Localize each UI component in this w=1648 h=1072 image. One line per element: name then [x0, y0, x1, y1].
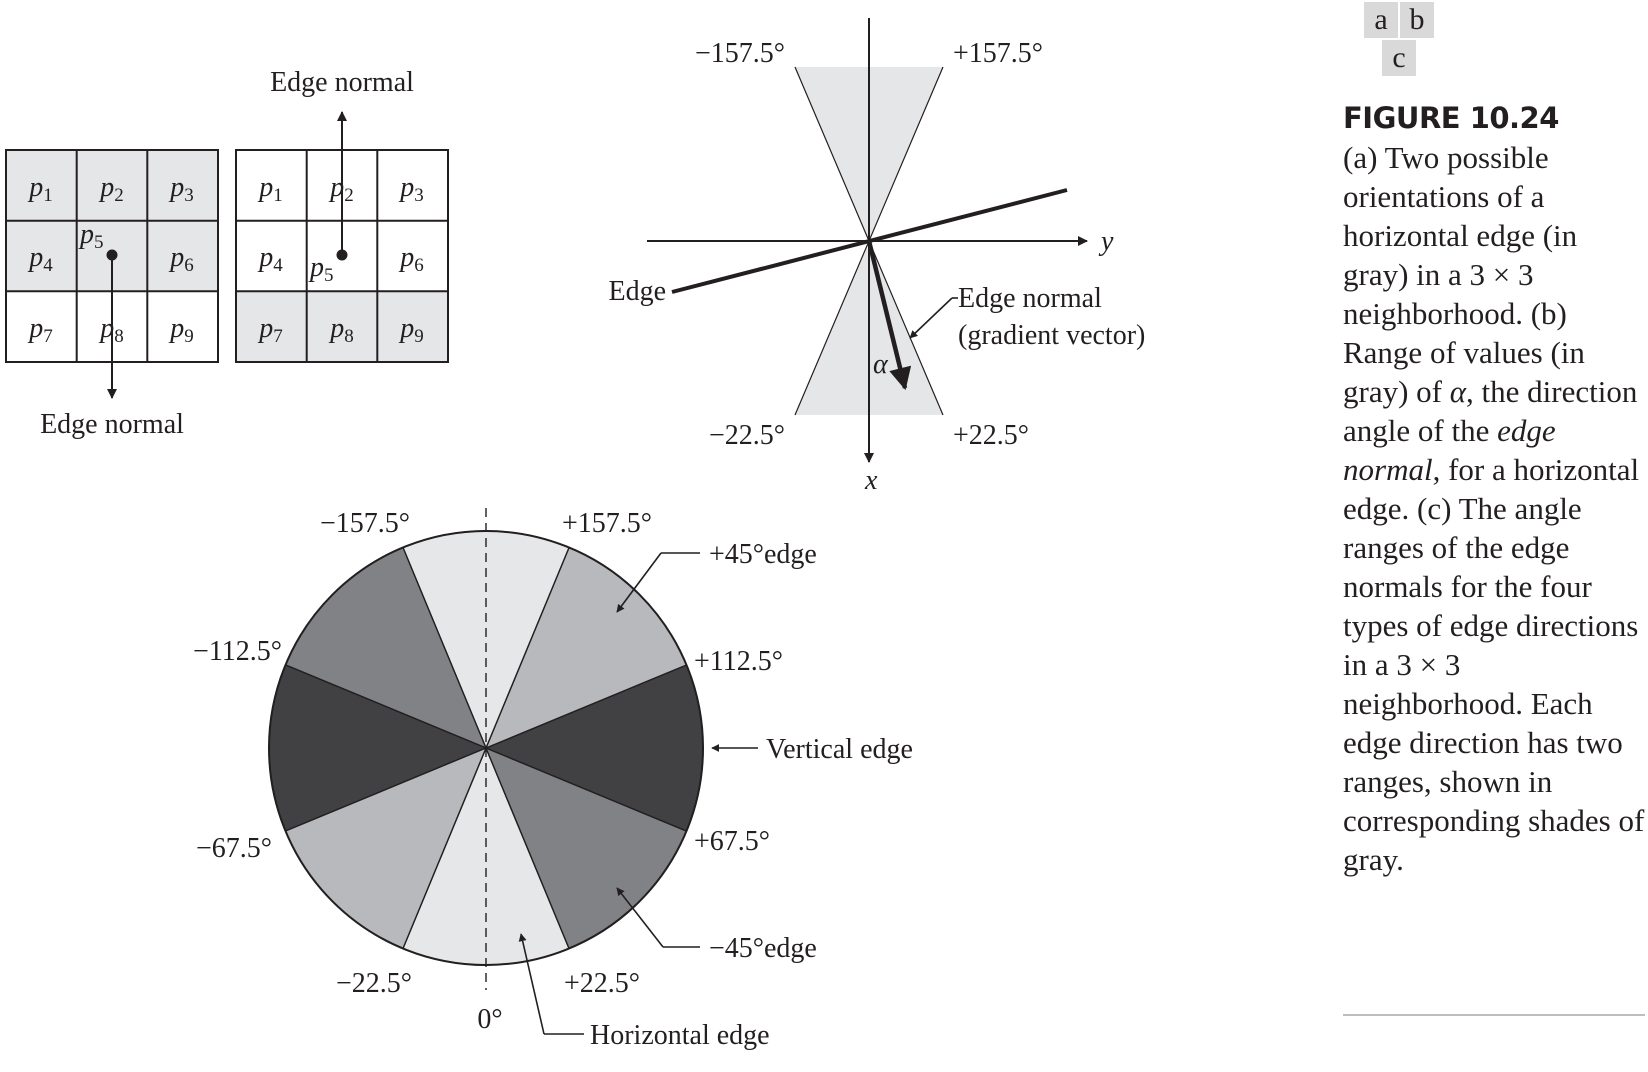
- angle-label-c-zero: 0°: [477, 1004, 502, 1035]
- grid-left-cell-p4: p4: [27, 242, 53, 276]
- angle-label-c-plus-22: +22.5°: [564, 968, 640, 999]
- minus45-edge-callout-arrow: [616, 887, 664, 948]
- y-axis-label: y: [1098, 226, 1114, 257]
- grid-right-lines: [236, 150, 448, 362]
- vertical-edge-label: Vertical edge: [766, 734, 913, 765]
- grid-left-cell-p1: p1: [27, 172, 53, 206]
- grid-right-cell-p4: p4: [257, 242, 283, 276]
- angle-label-c-plus-157: +157.5°: [562, 508, 652, 539]
- horizontal-edge-label: Horizontal edge: [590, 1020, 770, 1051]
- angle-label-c-minus-22: −22.5°: [336, 968, 412, 999]
- grid-left-cell-p6: p6: [168, 242, 194, 276]
- panel-a: p1 p2 p3 p4 p5 p6 p7 p8 p9 Edge normal p…: [5, 67, 449, 440]
- horizontal-edge-callout-arrow: [518, 933, 545, 1035]
- angle-label-c-minus-67: −67.5°: [196, 833, 272, 864]
- plus45-edge-callout-arrow-head: [616, 552, 662, 613]
- grid-left: p1 p2 p3 p4 p5 p6 p7 p8 p9 Edge normal: [5, 149, 219, 440]
- edge-normal-top-label: Edge normal: [270, 67, 414, 98]
- panel-tag-a: a: [1364, 2, 1398, 38]
- grid-right-cell-p6: p6: [398, 242, 424, 276]
- grid-left-cell-p7: p7: [27, 313, 53, 347]
- angle-range-sectors: [268, 530, 704, 966]
- x-axis-label: x: [864, 465, 878, 496]
- grid-right-gray-region: [236, 291, 448, 362]
- angle-label-plus-157: +157.5°: [953, 38, 1043, 69]
- plus45-edge-label: +45°edge: [709, 539, 817, 570]
- grid-right-cell-p5: p5: [308, 252, 334, 286]
- grid-left-cell-p3: p3: [168, 172, 194, 206]
- grid-right-cell-p1: p1: [257, 172, 283, 206]
- caption-text-run: (a) Two possible orientations of a horiz…: [1343, 140, 1585, 409]
- panel-c: −157.5° +157.5° −112.5° +112.5° −67.5° +…: [193, 508, 913, 1051]
- angle-label-c-plus-112: +112.5°: [694, 646, 783, 677]
- grid-right-cell-p2: p2: [328, 172, 354, 206]
- alpha-label: α: [873, 349, 889, 380]
- edge-normal-gradient-label-line2: (gradient vector): [958, 320, 1145, 351]
- minus45-edge-label: −45°edge: [709, 933, 817, 964]
- angle-label-minus-157: −157.5°: [695, 38, 785, 69]
- caption-text-run: , the direction angle of the: [1343, 374, 1638, 448]
- caption-italic-run: edge normal: [1343, 413, 1556, 487]
- panel-tag-b: b: [1400, 2, 1434, 38]
- grid-left-lines: [6, 150, 218, 362]
- grid-left-cell-p9: p9: [168, 313, 194, 347]
- panel-letters: a b c: [1364, 0, 1444, 76]
- panel-tag-c: c: [1382, 40, 1416, 76]
- angle-label-c-minus-157: −157.5°: [320, 508, 410, 539]
- caption-text-run: , for a horizontal edge. (c) The angle r…: [1343, 452, 1645, 877]
- edge-label: Edge: [608, 276, 666, 307]
- grid-left-cell-p2: p2: [98, 172, 124, 206]
- angle-label-c-plus-67: +67.5°: [694, 826, 770, 857]
- grid-right: p1 p2 p3 p4 p5 p6 p7 p8 p9 Edge normal: [235, 67, 449, 363]
- grid-right-cell-p9: p9: [398, 313, 424, 347]
- gradient-vector-arrow: [866, 240, 912, 391]
- panel-b: −157.5° +157.5° −22.5° +22.5° y x Edge α…: [608, 18, 1145, 496]
- angle-label-plus-22: +22.5°: [953, 420, 1029, 451]
- angle-label-minus-22: −22.5°: [709, 420, 785, 451]
- grid-left-cell-p5: p5: [78, 219, 104, 253]
- edge-normal-gradient-label-line1: Edge normal: [958, 283, 1102, 314]
- figure-caption-title: FIGURE 10.24: [1343, 101, 1559, 135]
- grid-right-cell-p7: p7: [257, 313, 283, 347]
- edge-normal-bottom-label: Edge normal: [40, 409, 184, 440]
- grid-left-cell-p8: p8: [98, 313, 124, 347]
- angle-label-c-minus-112: −112.5°: [193, 636, 282, 667]
- gradient-callout-arrow: [909, 297, 953, 339]
- grid-right-cell-p3: p3: [398, 172, 424, 206]
- figure-caption: FIGURE 10.24 (a) Two possible orientatio…: [1343, 98, 1645, 879]
- figure-caption-body: (a) Two possible orientations of a horiz…: [1343, 138, 1645, 879]
- grid-right-cell-p8: p8: [328, 313, 354, 347]
- caption-italic-run: α: [1449, 374, 1467, 409]
- caption-rule: [1343, 1014, 1645, 1016]
